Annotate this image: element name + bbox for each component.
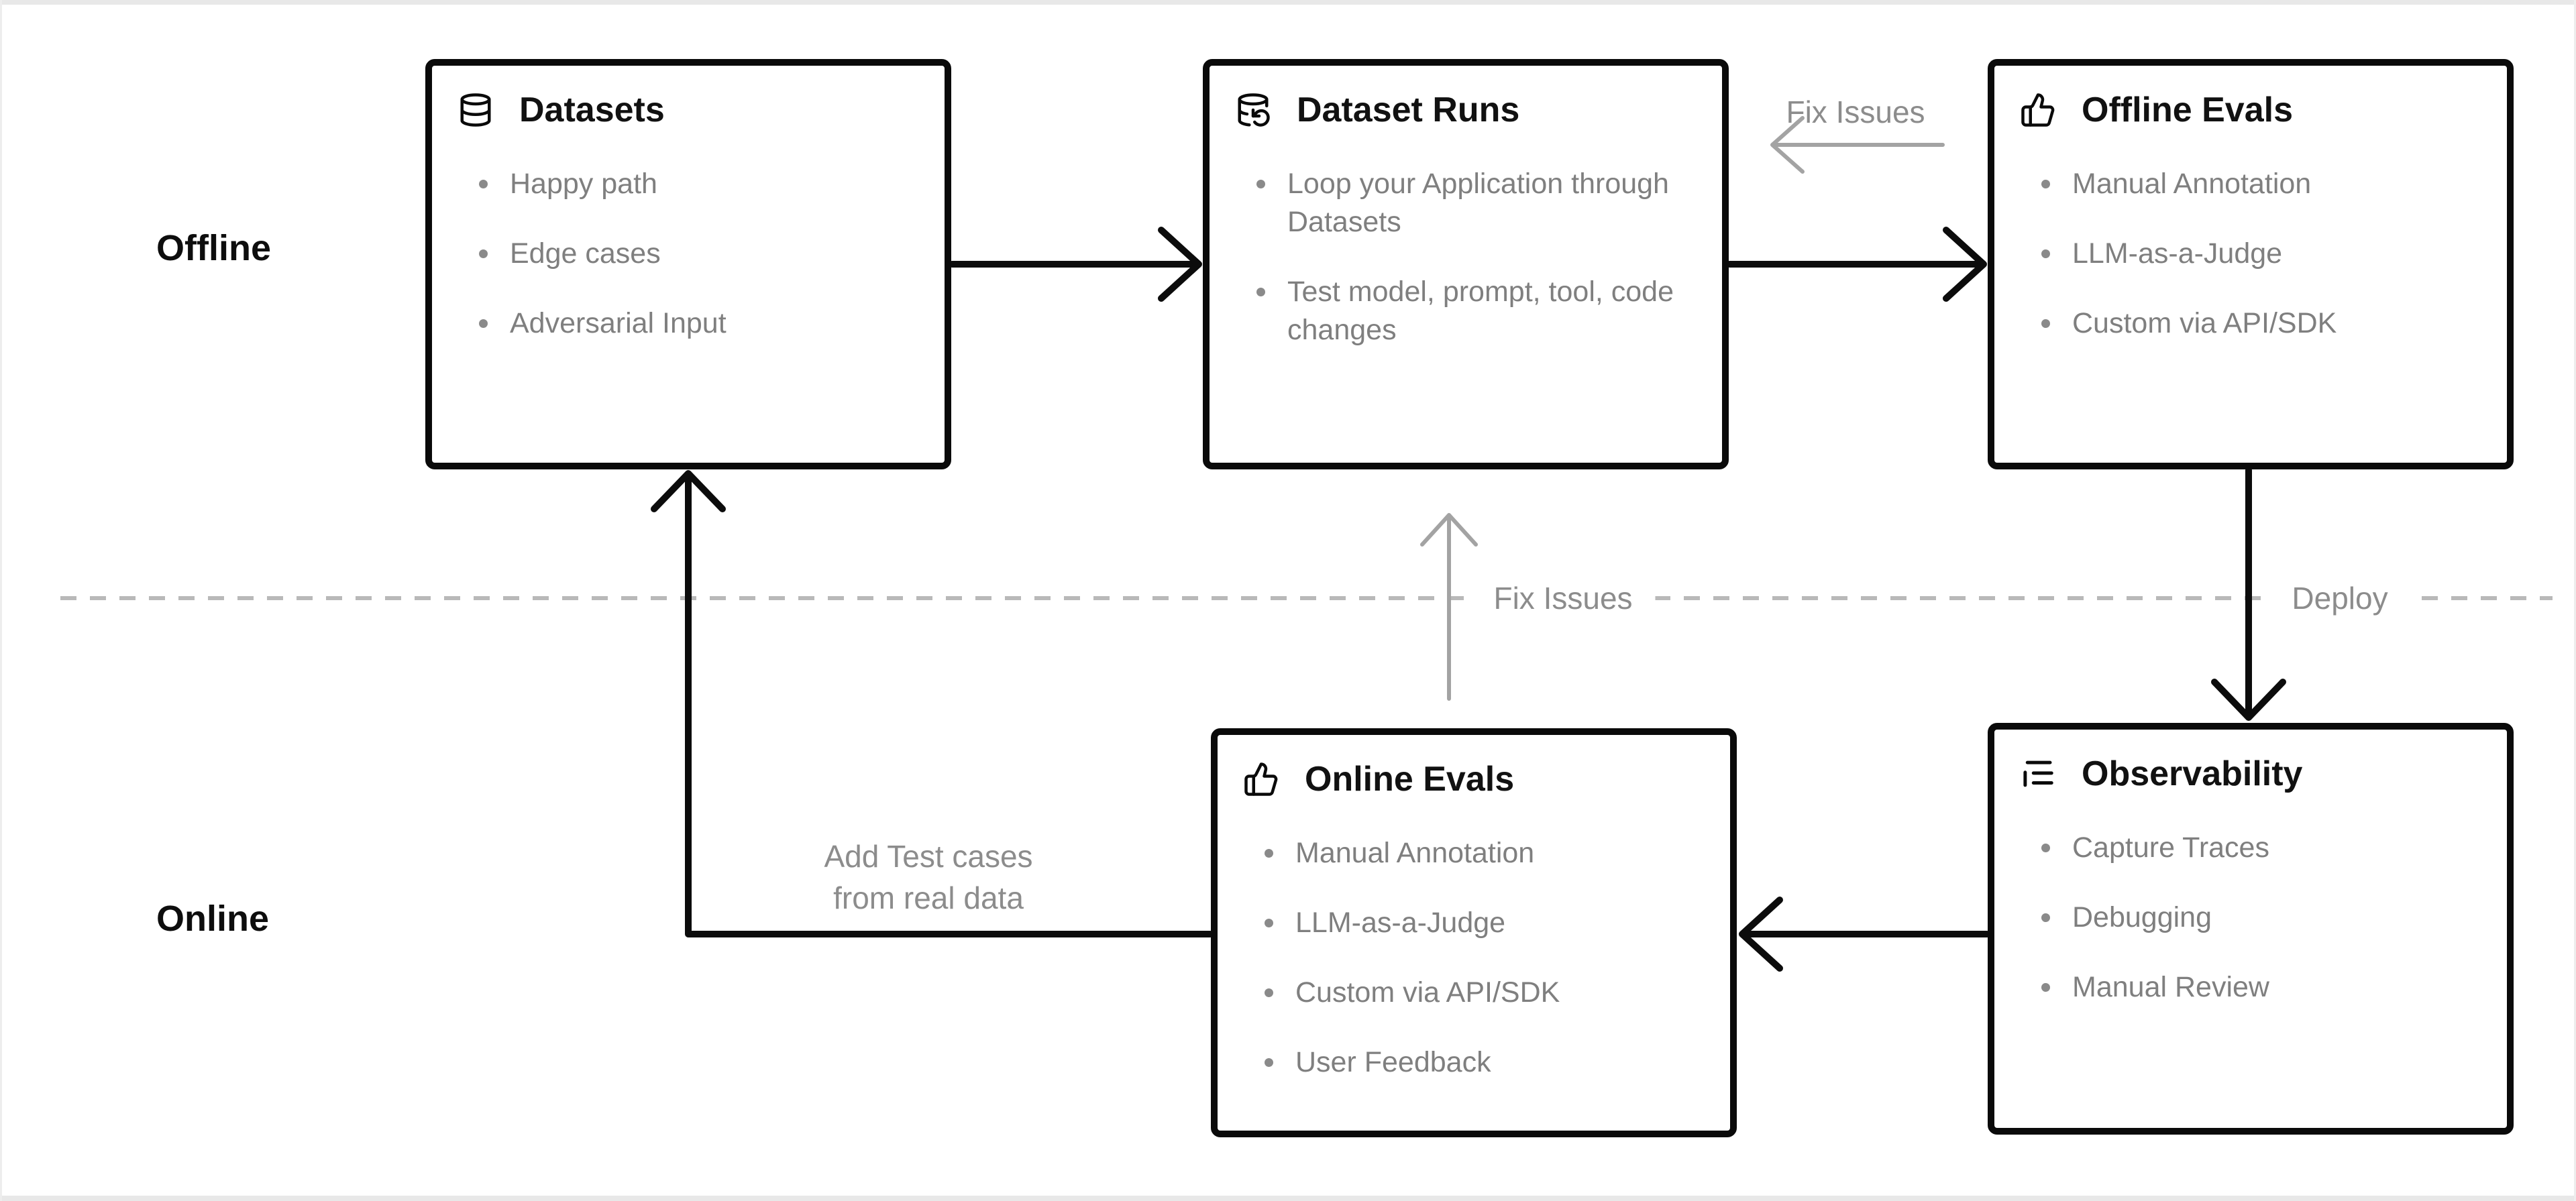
bullet-item: Debugging: [2040, 899, 2461, 937]
bullet-item: LLM-as-a-Judge: [2040, 235, 2461, 273]
dataset-runs-node: Dataset Runs Loop your Application throu…: [1203, 59, 1729, 469]
database-icon: [460, 93, 491, 127]
lane-label-online: Online: [156, 899, 270, 939]
arrow-observability-to-online-evals: [1739, 897, 1990, 972]
bullet-item: Manual Review: [2040, 968, 2461, 1007]
bullet-item: Happy path: [478, 165, 899, 203]
database-refresh-icon: [1238, 93, 1270, 127]
bullet-item: Edge cases: [478, 235, 899, 273]
bullet-item: Manual Annotation: [1263, 834, 1684, 872]
online-evals-header: Online Evals: [1243, 759, 1730, 799]
thumbs-up-icon: [1244, 762, 1278, 796]
fix-issues-top-arrow: [1770, 116, 1945, 174]
canvas-edge-left: [0, 0, 2, 1201]
bullet-item: LLM-as-a-Judge: [1263, 904, 1684, 942]
bullet-item: Manual Annotation: [2040, 165, 2461, 203]
online-evals-title: Online Evals: [1305, 760, 1515, 799]
fix-issues-mid-arrow: [1420, 513, 1478, 701]
canvas-edge-bottom: [0, 1196, 2576, 1201]
offline-evals-title: Offline Evals: [2082, 91, 2293, 129]
add-test-cases-label: Add Test cases from real data: [824, 836, 1032, 919]
arrow-datasets-to-dataset-runs: [949, 227, 1202, 302]
bullet-item: Custom via API/SDK: [2040, 304, 2461, 343]
datasets-title: Datasets: [519, 91, 665, 129]
dataset-runs-title: Dataset Runs: [1297, 91, 1520, 129]
arrow-online-evals-to-datasets: [651, 470, 1214, 937]
canvas-edge-right: [2574, 0, 2576, 1201]
dataset-runs-header: Dataset Runs: [1235, 90, 1722, 130]
thumbs-up-icon: [2021, 93, 2055, 127]
observability-title: Observability: [2082, 754, 2303, 793]
bullet-item: Capture Traces: [2040, 829, 2461, 867]
bullet-item: User Feedback: [1263, 1043, 1684, 1082]
fix-issues-top-label: Fix Issues: [1786, 95, 1925, 129]
bullet-item: Custom via API/SDK: [1263, 974, 1684, 1012]
bullet-item: Test model, prompt, tool, code changes: [1255, 273, 1676, 349]
observability-header: Observability: [2020, 754, 2507, 794]
arrow-dataset-runs-to-offline-evals: [1726, 227, 1987, 302]
datasets-header: Datasets: [458, 90, 945, 130]
add-test-cases-line1: Add Test cases: [824, 839, 1033, 874]
canvas-edge-top: [0, 0, 2576, 5]
arrow-offline-evals-to-observability: [2211, 467, 2286, 721]
offline-evals-header: Offline Evals: [2020, 90, 2507, 130]
bullet-item: Adversarial Input: [478, 304, 899, 343]
fix-issues-mid-label: Fix Issues: [1470, 576, 1656, 620]
lane-label-offline: Offline: [156, 228, 271, 268]
deploy-label: Deploy: [2269, 576, 2411, 620]
add-test-cases-line2: from real data: [833, 880, 1024, 915]
list-tree-icon: [2023, 760, 2053, 787]
bullet-item: Loop your Application through Datasets: [1255, 165, 1676, 241]
